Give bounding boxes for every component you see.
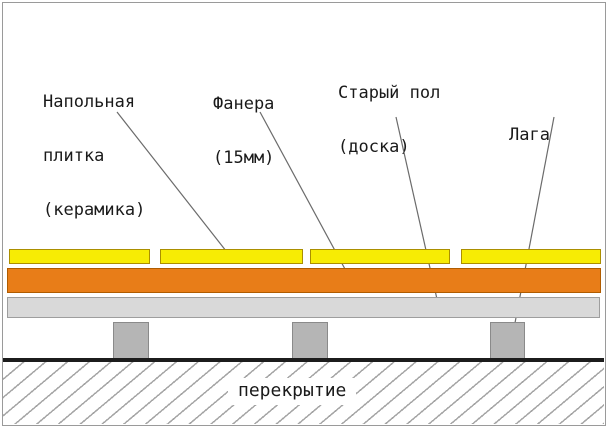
joist-block-1 <box>113 322 149 359</box>
label-plywood-line2: (15мм) <box>213 148 275 168</box>
label-floor-tile: Напольная плитка (керамика) <box>43 57 145 255</box>
label-floor-tile-line2: плитка <box>43 146 105 166</box>
tile-segment-1 <box>9 249 150 264</box>
old-floor-layer <box>7 297 600 318</box>
label-plywood: Фанера (15мм) <box>213 59 274 203</box>
label-floor-tile-line3: (керамика) <box>43 200 146 220</box>
slab-top-line <box>3 358 604 362</box>
joist-block-2 <box>292 322 328 359</box>
label-joist-line1: Лага <box>509 125 550 145</box>
label-plywood-line1: Фанера <box>213 94 275 114</box>
plywood-layer <box>7 268 601 293</box>
label-old-floor-line1: Старый пол <box>338 83 441 103</box>
tile-segment-3 <box>310 249 450 264</box>
tile-segment-4 <box>461 249 601 264</box>
label-old-floor: Старый пол (доска) <box>338 48 440 192</box>
label-joist: Лага <box>509 90 550 180</box>
label-ceiling: перекрытие <box>228 378 357 405</box>
label-floor-tile-line1: Напольная <box>43 92 136 112</box>
tile-segment-2 <box>160 249 303 264</box>
joist-block-3 <box>490 322 525 359</box>
label-old-floor-line2: (доска) <box>338 137 410 157</box>
